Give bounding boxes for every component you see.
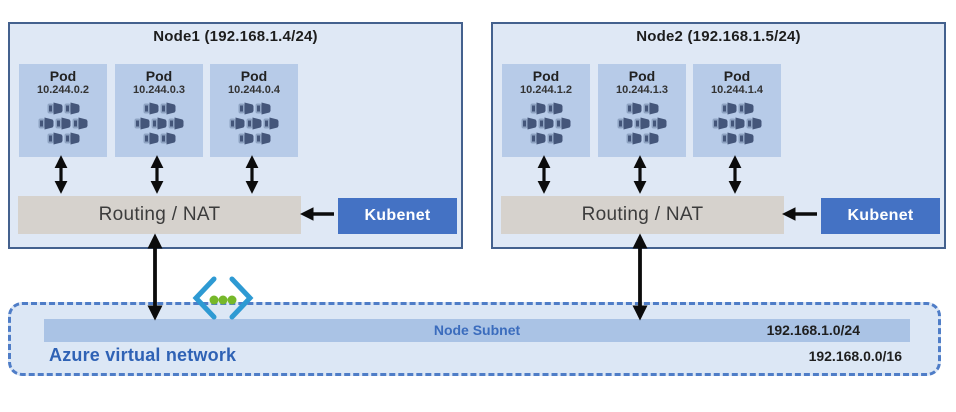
routing-nat-box: Routing / NAT bbox=[501, 196, 784, 234]
pod-box: Pod 10.244.1.4 bbox=[693, 64, 781, 157]
kubenet-box: Kubenet bbox=[338, 198, 457, 234]
pod-containers-icon bbox=[616, 102, 668, 145]
pod-box: Pod 10.244.0.3 bbox=[115, 64, 203, 157]
pod-label: Pod bbox=[723, 68, 751, 84]
node2-title: Node2 (192.168.1.5/24) bbox=[636, 28, 801, 45]
pod-box: Pod 10.244.1.2 bbox=[502, 64, 590, 157]
pod-containers-icon bbox=[37, 102, 89, 145]
routing-nat-label: Routing / NAT bbox=[98, 204, 221, 225]
pod-label: Pod bbox=[145, 68, 173, 84]
pod-ip: 10.244.1.2 bbox=[520, 84, 572, 96]
pod-box: Pod 10.244.0.2 bbox=[19, 64, 107, 157]
pod-containers-icon bbox=[133, 102, 185, 145]
pod-containers-icon bbox=[711, 102, 763, 145]
pod-ip: 10.244.0.2 bbox=[37, 84, 89, 96]
pod-ip: 10.244.1.4 bbox=[711, 84, 763, 96]
pod-box: Pod 10.244.1.3 bbox=[598, 64, 686, 157]
node-subnet-band: Node Subnet 192.168.1.0/24 bbox=[44, 319, 910, 342]
pod-label: Pod bbox=[49, 68, 77, 84]
pod-containers-icon bbox=[520, 102, 572, 145]
azure-vnet-box: Node Subnet 192.168.1.0/24 Azure virtual… bbox=[8, 302, 941, 376]
pod-label: Pod bbox=[240, 68, 268, 84]
node1-box: Node1 (192.168.1.4/24) Pod 10.244.0.2 Po… bbox=[8, 22, 463, 249]
pod-label: Pod bbox=[628, 68, 656, 84]
pod-box: Pod 10.244.0.4 bbox=[210, 64, 298, 157]
azure-vnet-cidr: 192.168.0.0/16 bbox=[808, 348, 902, 364]
kubenet-box: Kubenet bbox=[821, 198, 940, 234]
pod-ip: 10.244.0.3 bbox=[133, 84, 185, 96]
pod-ip: 10.244.0.4 bbox=[228, 84, 280, 96]
pod-containers-icon bbox=[228, 102, 280, 145]
routing-nat-label: Routing / NAT bbox=[581, 204, 704, 225]
virtual-network-icon bbox=[192, 276, 254, 320]
kubenet-label: Kubenet bbox=[364, 207, 431, 224]
routing-nat-box: Routing / NAT bbox=[18, 196, 301, 234]
kubenet-label: Kubenet bbox=[847, 207, 914, 224]
pod-ip: 10.244.1.3 bbox=[616, 84, 668, 96]
node-subnet-cidr: 192.168.1.0/24 bbox=[766, 322, 860, 338]
azure-vnet-label: Azure virtual network bbox=[49, 345, 237, 365]
pod-label: Pod bbox=[532, 68, 560, 84]
node2-box: Node2 (192.168.1.5/24) Pod 10.244.1.2 Po… bbox=[491, 22, 946, 249]
node1-title: Node1 (192.168.1.4/24) bbox=[153, 28, 318, 45]
node-subnet-label: Node Subnet bbox=[433, 322, 521, 338]
